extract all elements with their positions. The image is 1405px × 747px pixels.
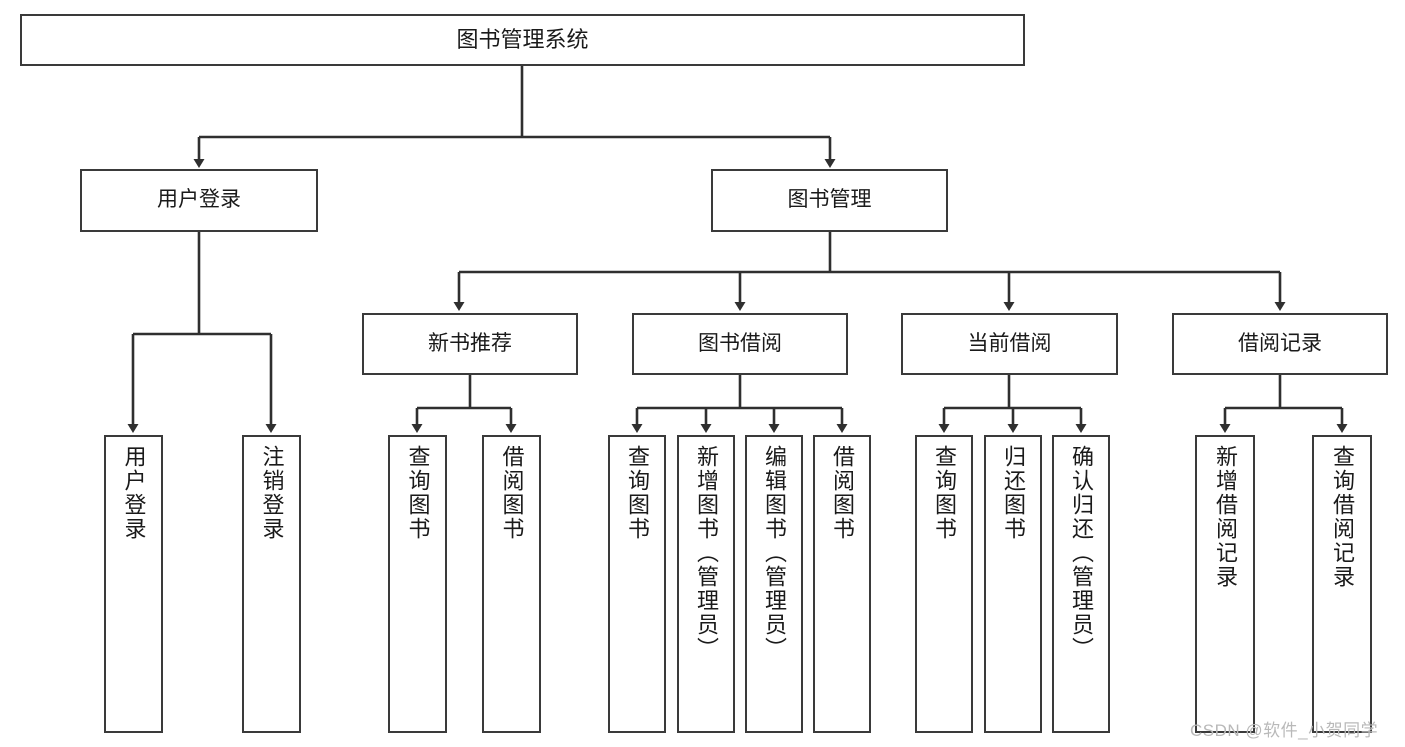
node-label: 借阅图书: [499, 445, 525, 541]
leaf-current-confirm-return-admin[interactable]: 确认归还（管理员）: [1052, 435, 1110, 733]
node-label: 查询图书: [405, 445, 431, 541]
node-label: 编辑图书（管理员）: [762, 445, 787, 661]
leaf-new-book-query[interactable]: 查询图书: [388, 435, 447, 733]
leaf-borrow-borrow-book[interactable]: 借阅图书: [813, 435, 871, 733]
leaf-borrow-add-book-admin[interactable]: 新增图书（管理员）: [677, 435, 735, 733]
node-label: 查询图书: [625, 445, 650, 541]
node-root-system[interactable]: 图书管理系统: [20, 14, 1025, 66]
node-book-management[interactable]: 图书管理: [711, 169, 948, 232]
watermark-text: CSDN @软件_小贺同学: [1190, 721, 1379, 740]
leaf-new-book-borrow[interactable]: 借阅图书: [482, 435, 541, 733]
node-label: 当前借阅: [967, 331, 1052, 355]
leaf-current-query-book[interactable]: 查询图书: [915, 435, 973, 733]
node-book-borrow[interactable]: 图书借阅: [632, 313, 848, 375]
node-label: 图书管理系统: [456, 27, 589, 53]
node-label: 新书推荐: [428, 331, 512, 355]
node-label: 查询图书: [932, 445, 957, 541]
leaf-record-add[interactable]: 新增借阅记录: [1195, 435, 1255, 733]
node-user-login[interactable]: 用户登录: [80, 169, 318, 232]
leaf-borrow-edit-book-admin[interactable]: 编辑图书（管理员）: [745, 435, 803, 733]
node-label: 图书管理: [787, 188, 872, 212]
node-label: 确认归还（管理员）: [1069, 445, 1094, 661]
node-borrow-record[interactable]: 借阅记录: [1172, 313, 1388, 375]
node-label: 查询借阅记录: [1330, 445, 1355, 589]
leaf-current-return-book[interactable]: 归还图书: [984, 435, 1042, 733]
node-label: 用户登录: [121, 445, 147, 541]
node-label: 借阅图书: [830, 445, 855, 541]
leaf-record-query[interactable]: 查询借阅记录: [1312, 435, 1372, 733]
leaf-user-login-signin[interactable]: 用户登录: [104, 435, 163, 733]
leaf-user-login-signout[interactable]: 注销登录: [242, 435, 301, 733]
node-new-book-recommend[interactable]: 新书推荐: [362, 313, 578, 375]
node-label: 新增借阅记录: [1213, 445, 1238, 589]
node-label: 借阅记录: [1238, 331, 1322, 355]
node-label: 用户登录: [157, 188, 241, 212]
node-label: 新增图书（管理员）: [694, 445, 719, 661]
node-label: 图书借阅: [698, 331, 782, 355]
leaf-borrow-query-book[interactable]: 查询图书: [608, 435, 666, 733]
node-label: 注销登录: [259, 445, 285, 541]
node-current-borrow[interactable]: 当前借阅: [901, 313, 1118, 375]
node-label: 归还图书: [1001, 445, 1026, 541]
